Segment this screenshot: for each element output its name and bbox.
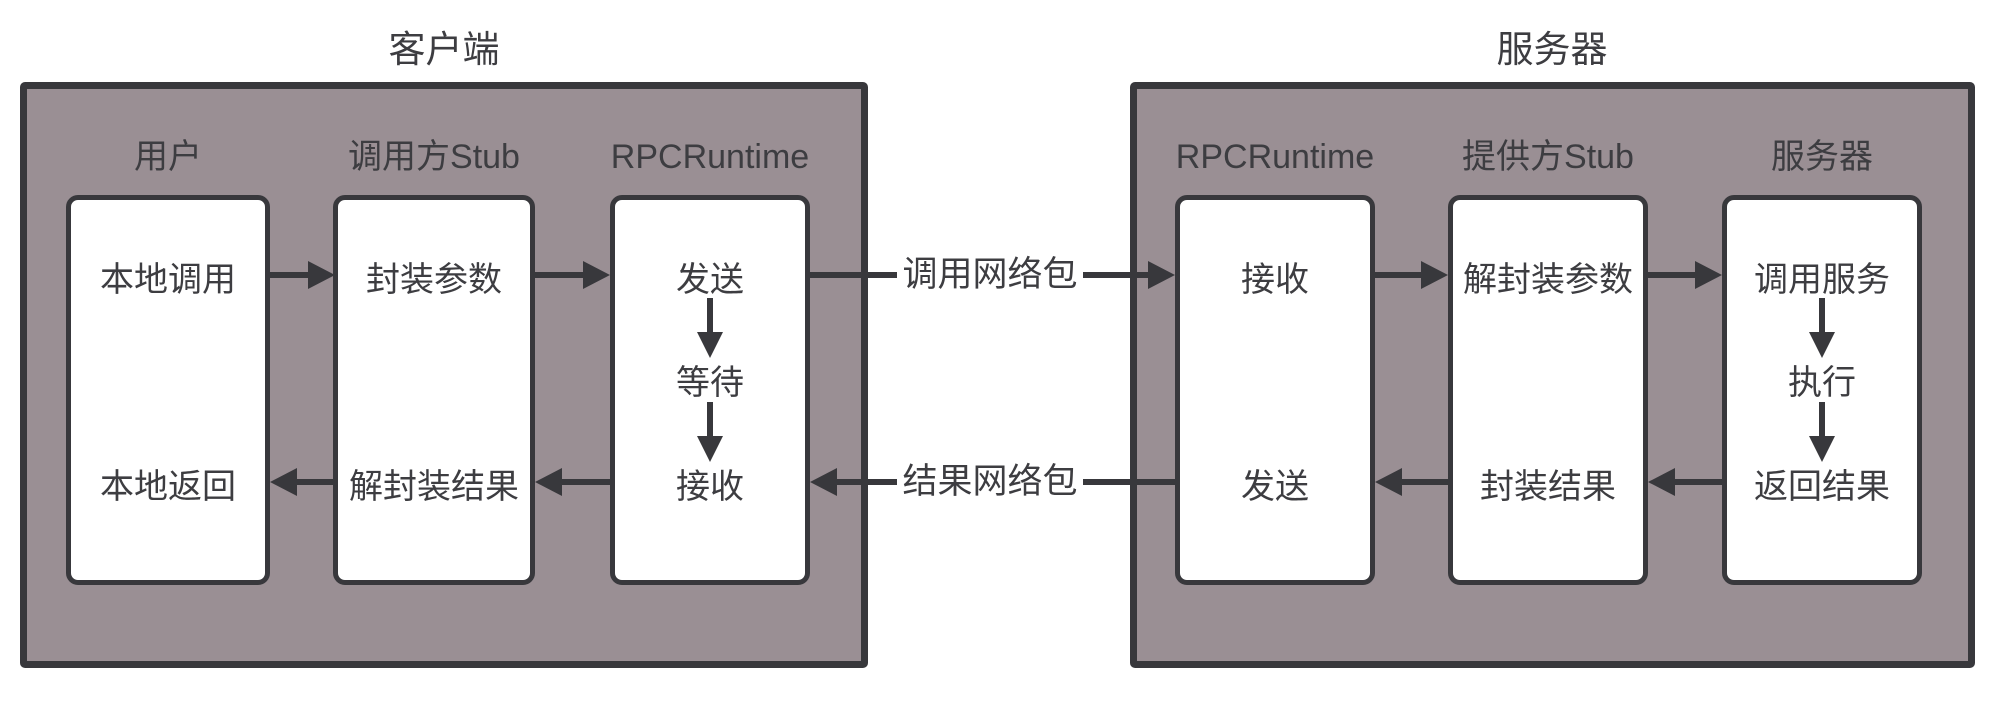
request-packet-label: 调用网络包 [902,255,1078,294]
box-caller-stub: 封装参数 解封装结果 [333,195,535,585]
box-provider-stub: 解封装参数 封装结果 [1448,195,1648,585]
step-local-return: 本地返回 [100,468,236,506]
label-caller-stub: 调用方Stub [348,138,520,176]
box-rpc-runtime-server: 接收 发送 [1175,195,1375,585]
step-local-call: 本地调用 [100,261,236,299]
step-receive-client: 接收 [676,468,744,506]
label-provider-stub: 提供方Stub [1462,138,1634,176]
step-wait: 等待 [676,364,744,402]
response-packet-label: 结果网络包 [902,462,1078,501]
step-unpack-params: 解封装参数 [1463,261,1633,299]
box-server-impl: 调用服务 执行 返回结果 [1722,195,1922,585]
step-execute: 执行 [1788,364,1856,402]
label-rpc-runtime-client: RPCRuntime [610,138,810,176]
step-unpack-result: 解封装结果 [349,468,519,506]
step-pack-params: 封装参数 [366,261,502,299]
client-panel-title: 客户端 [388,29,500,70]
step-send-server: 发送 [1241,468,1309,506]
step-call-service: 调用服务 [1754,261,1890,299]
server-panel-title: 服务器 [1496,29,1608,70]
label-rpc-runtime-server: RPCRuntime [1175,138,1375,176]
label-user: 用户 [134,138,202,176]
step-return-result: 返回结果 [1754,468,1890,506]
step-receive-server: 接收 [1241,261,1309,299]
step-send-client: 发送 [676,261,744,299]
step-pack-result: 封装结果 [1480,468,1616,506]
box-user: 本地调用 本地返回 [66,195,270,585]
box-rpc-runtime-client: 发送 等待 接收 [610,195,810,585]
label-server: 服务器 [1771,138,1873,176]
